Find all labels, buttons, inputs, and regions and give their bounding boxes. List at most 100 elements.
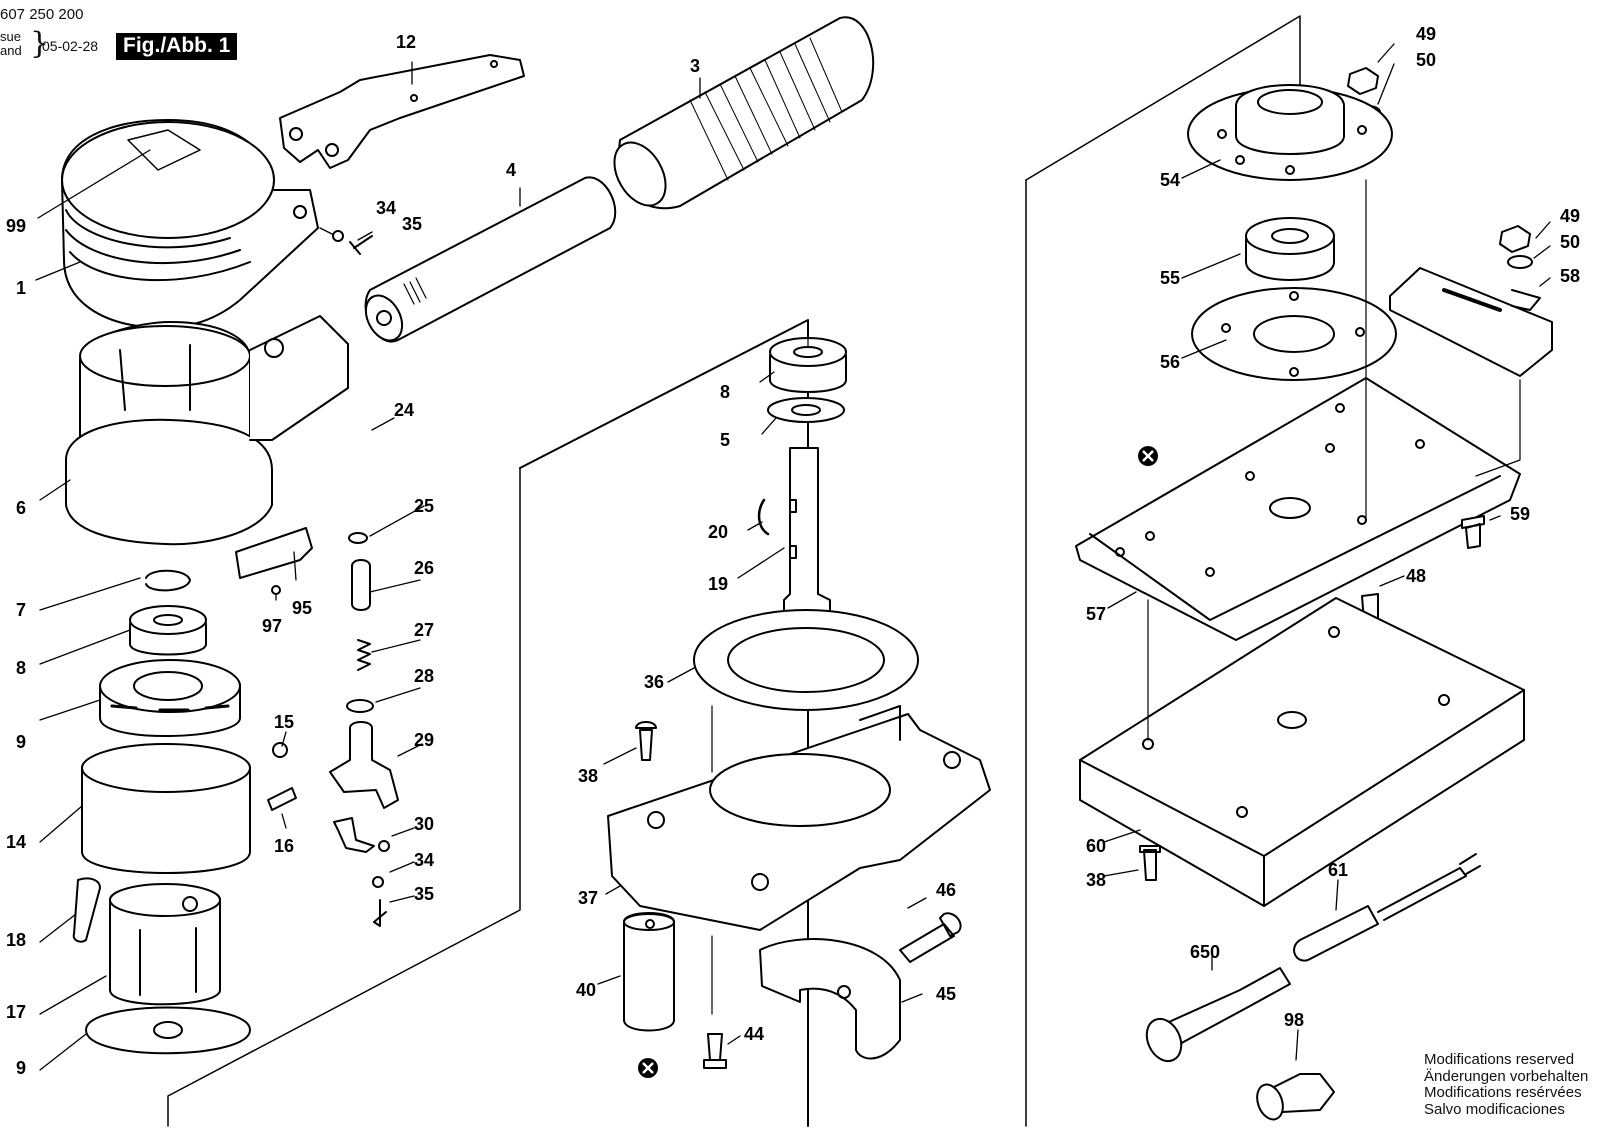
callout-20: 20 [708,522,728,542]
callout-8-middle: 8 [720,382,730,402]
callout-9: 9 [16,732,26,752]
callout-34: 34 [376,198,396,218]
document-number: 607 250 200 [0,6,84,23]
callout-95: 95 [292,598,312,618]
part-clamp [759,938,901,1060]
part-pin [267,787,297,811]
callout-5: 5 [720,430,730,450]
callout-24: 24 [394,400,414,420]
callout-14: 14 [6,832,26,852]
part-screw-38-right [1139,845,1161,881]
part-screw-46 [899,912,962,963]
callout-650: 650 [1190,942,1220,962]
callout-50-right: 50 [1560,232,1580,252]
callout-49-right: 49 [1560,206,1580,226]
part-inlet-fitting [1293,853,1481,962]
issue-line-1: sue [0,29,21,44]
part-bearing-right [1245,217,1335,281]
part-screw-upper [332,230,373,255]
callout-46: 46 [936,880,956,900]
callout-35: 35 [402,214,422,234]
callout-99: 99 [6,216,26,236]
callout-37: 37 [578,888,598,908]
callout-27: 27 [414,620,434,640]
callout-45: 45 [936,984,956,1004]
part-plug-nipple [1256,1073,1335,1121]
x-marker-lower [638,1058,658,1078]
callout-55: 55 [1160,268,1180,288]
callout-19: 19 [708,574,728,594]
callout-29: 29 [414,730,434,750]
issue-line-2: and [0,43,22,58]
callout-59: 59 [1510,504,1530,524]
part-bracket [279,54,525,169]
callout-49: 49 [1416,24,1436,44]
callout-9-lower: 9 [16,1058,26,1078]
note-line-de: Änderungen vorbehalten [1424,1067,1589,1085]
part-rotor [109,883,221,1006]
part-housing-cap [61,119,319,329]
callout-61: 61 [1328,860,1348,880]
callout-1: 1 [16,278,26,298]
callout-54: 54 [1160,170,1180,190]
part-hose-nipple [1145,967,1291,1063]
callout-3: 3 [690,56,700,76]
part-end-plate-lower [85,1006,251,1055]
callout-6: 6 [16,498,26,518]
part-bearing-left [129,605,207,656]
note-line-es: Salvo modificaciones [1424,1100,1565,1118]
x-marker-upper [1138,446,1158,466]
part-screw-38-middle [635,721,657,761]
section-divider-left [167,467,521,1127]
callout-12: 12 [396,32,416,52]
callout-58: 58 [1560,266,1580,286]
part-gasket [693,609,919,711]
brace-glyph: } [30,26,50,61]
callout-4: 4 [506,160,516,180]
callout-17: 17 [6,1002,26,1022]
part-platen [1075,377,1521,641]
modifications-notice: Modifications reserved Änderungen vorbeh… [1424,1051,1589,1118]
part-gasket-plate [1191,287,1397,381]
callout-56: 56 [1160,352,1180,372]
part-tube [364,176,617,343]
part-cylinder [81,743,251,874]
part-paper-clip [1389,267,1553,377]
callout-44: 44 [744,1024,764,1044]
callout-48: 48 [1406,566,1426,586]
callout-34-lower: 34 [414,850,434,870]
callout-40: 40 [576,980,596,1000]
part-sanding-pad [1079,597,1525,907]
figure-label: Fig./Abb. 1 [116,33,238,60]
callout-15: 15 [274,712,294,732]
callout-38-middle: 38 [578,766,598,786]
callout-25: 25 [414,496,434,516]
callout-16: 16 [274,836,294,856]
part-flange [1187,84,1393,181]
part-grip-sleeve [613,16,875,210]
part-circlip [145,569,191,592]
leader-lines [35,43,1551,1071]
part-screw-44 [703,1033,727,1069]
callout-38-right: 38 [1086,870,1106,890]
part-bushing [623,912,675,1032]
part-nut-right [1499,225,1533,269]
note-line-en: Modifications reserved [1424,1051,1575,1068]
callout-57: 57 [1086,604,1106,624]
callout-60: 60 [1086,836,1106,856]
part-o-ring-small [272,742,288,758]
part-bearing-middle [767,337,847,423]
callout-7: 7 [16,600,26,620]
callout-18: 18 [6,930,26,950]
callout-26: 26 [414,558,434,578]
callout-98: 98 [1284,1010,1304,1030]
callout-30: 30 [414,814,434,834]
callout-50: 50 [1416,50,1436,70]
part-motor-housing [65,315,349,546]
callout-36: 36 [644,672,664,692]
part-screw-59 [1461,515,1485,549]
issue-label: sue and [0,30,22,58]
callout-35-lower: 35 [414,884,434,904]
part-label-plate [235,527,313,595]
